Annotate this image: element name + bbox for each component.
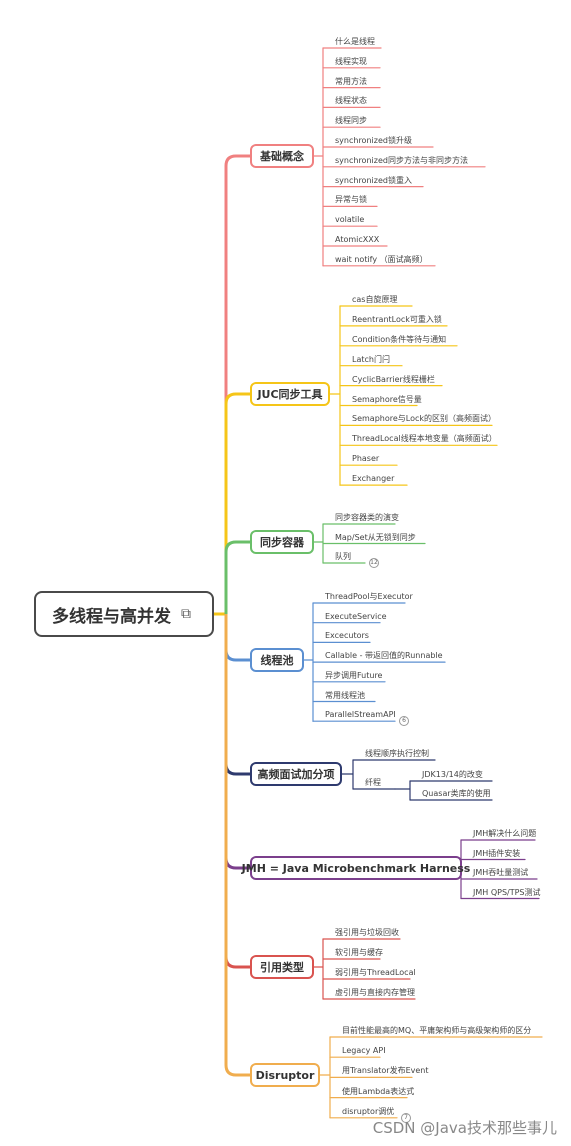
branch-topic-3[interactable]: 线程池 <box>250 648 304 672</box>
branch-topic-4[interactable]: 高频面试加分项 <box>250 762 342 786</box>
leaf-item[interactable]: 线程同步 <box>335 116 367 126</box>
leaf-item[interactable]: synchronized锁升级 <box>335 136 412 145</box>
leaf-item[interactable]: wait notify （面试高频） <box>335 254 428 264</box>
leaf-item[interactable]: 用Translator发布Event <box>342 1066 429 1076</box>
branch-topic-0[interactable]: 基础概念 <box>250 144 314 168</box>
leaf-item[interactable]: 队列 <box>335 552 351 561</box>
branch-topic-7[interactable]: Disruptor <box>250 1063 320 1087</box>
leaf-item[interactable]: CyclicBarrier线程栅栏 <box>352 374 435 384</box>
leaf-item[interactable]: 线程顺序执行控制 <box>365 749 429 758</box>
leaf-item[interactable]: 同步容器类的演变 <box>335 513 399 522</box>
leaf-item[interactable]: Callable - 带返回值的Runnable <box>325 651 443 661</box>
leaf-item[interactable]: ExecuteService <box>325 611 387 621</box>
sub-leaf-item[interactable]: Quasar类库的使用 <box>422 789 491 798</box>
leaf-item[interactable]: 什么是线程 <box>335 37 375 46</box>
leaf-item[interactable]: 强引用与垃圾回收 <box>335 928 399 937</box>
leaf-item[interactable]: 线程实现 <box>335 56 367 66</box>
leaf-item[interactable]: 虚引用与直接内存管理 <box>335 988 415 997</box>
collapsed-count-badge[interactable]: 7 <box>401 1112 411 1123</box>
leaf-item[interactable]: Map/Set从无锁到同步 <box>335 532 416 542</box>
leaf-item[interactable]: Semaphore信号量 <box>352 394 422 404</box>
branch-connector-2 <box>224 540 250 614</box>
collapsed-count-badge[interactable]: 12 <box>369 558 379 568</box>
leaf-item[interactable]: volatile <box>335 215 365 225</box>
branch-connector-5 <box>224 614 250 870</box>
root-topic[interactable]: 多线程与高并发 ⧉ <box>34 591 214 637</box>
branch-connector-4 <box>224 614 250 776</box>
leaf-item[interactable]: Phaser <box>352 454 380 464</box>
leaf-item[interactable]: JMH吞吐量测试 <box>473 868 529 877</box>
leaf-item[interactable]: Semaphore与Lock的区别（高频面试） <box>352 414 497 424</box>
leaf-item[interactable]: synchronized同步方法与非同步方法 <box>335 155 468 165</box>
leaf-item[interactable]: synchronized锁重入 <box>335 175 412 185</box>
link-icon: ⧉ <box>181 606 191 622</box>
branch-connector-1 <box>224 392 250 614</box>
leaf-item[interactable]: 纤程 <box>365 778 381 787</box>
branch-topic-2[interactable]: 同步容器 <box>250 530 314 554</box>
leaf-item[interactable]: Legacy API <box>342 1046 386 1056</box>
leaf-item[interactable]: Condition条件等待与通知 <box>352 334 447 344</box>
leaf-item[interactable]: 常用线程池 <box>325 690 365 700</box>
leaf-item[interactable]: Latch门闩 <box>352 354 390 364</box>
branch-connector-6 <box>224 614 250 969</box>
leaf-item[interactable]: ThreadPool与Executor <box>325 592 413 601</box>
sub-leaf-item[interactable]: JDK13/14的改变 <box>422 770 483 779</box>
leaf-item[interactable]: 异常与锁 <box>335 195 367 205</box>
branch-topic-1[interactable]: JUC同步工具 <box>250 382 330 406</box>
leaf-item[interactable]: 弱引用与ThreadLocal <box>335 968 416 977</box>
leaf-item[interactable]: 目前性能最高的MQ、平庸架构师与高级架构师的区分 <box>342 1026 532 1035</box>
leaf-item[interactable]: ThreadLocal线程本地变量（高频面试） <box>352 434 497 444</box>
leaf-item[interactable]: ReentrantLock可重入锁 <box>352 314 442 324</box>
branch-connector-0 <box>224 154 250 614</box>
watermark: CSDN @Java技术那些事儿 <box>372 1119 557 1137</box>
leaf-item[interactable]: cas自旋原理 <box>352 295 398 304</box>
leaf-item[interactable]: JMH解决什么问题 <box>473 829 537 838</box>
leaf-item[interactable]: 常用方法 <box>335 76 367 86</box>
leaf-item[interactable]: 线程状态 <box>335 96 367 106</box>
leaf-item[interactable]: Excecutors <box>325 631 369 641</box>
branch-connector-7 <box>224 614 250 1077</box>
leaf-item[interactable]: Exchanger <box>352 474 395 484</box>
branch-topic-5[interactable]: JMH = Java Microbenchmark Harness <box>242 856 470 880</box>
leaf-item[interactable]: disruptor调优 <box>342 1106 395 1116</box>
leaf-item[interactable]: JMH QPS/TPS测试 <box>473 887 541 897</box>
leaf-item[interactable]: JMH插件安装 <box>473 848 521 858</box>
root-topic-label: 多线程与高并发 <box>52 606 171 627</box>
leaf-item[interactable]: 异步调用Future <box>325 670 383 680</box>
leaf-item[interactable]: AtomicXXX <box>335 235 380 244</box>
leaf-item[interactable]: 使用Lambda表达式 <box>342 1086 415 1096</box>
branch-connector-3 <box>224 614 250 662</box>
branch-topic-6[interactable]: 引用类型 <box>250 955 314 979</box>
collapsed-count-badge[interactable]: 6 <box>399 716 409 727</box>
leaf-item[interactable]: ParallelStreamAPI <box>325 710 396 720</box>
leaf-item[interactable]: 软引用与缓存 <box>335 948 383 957</box>
